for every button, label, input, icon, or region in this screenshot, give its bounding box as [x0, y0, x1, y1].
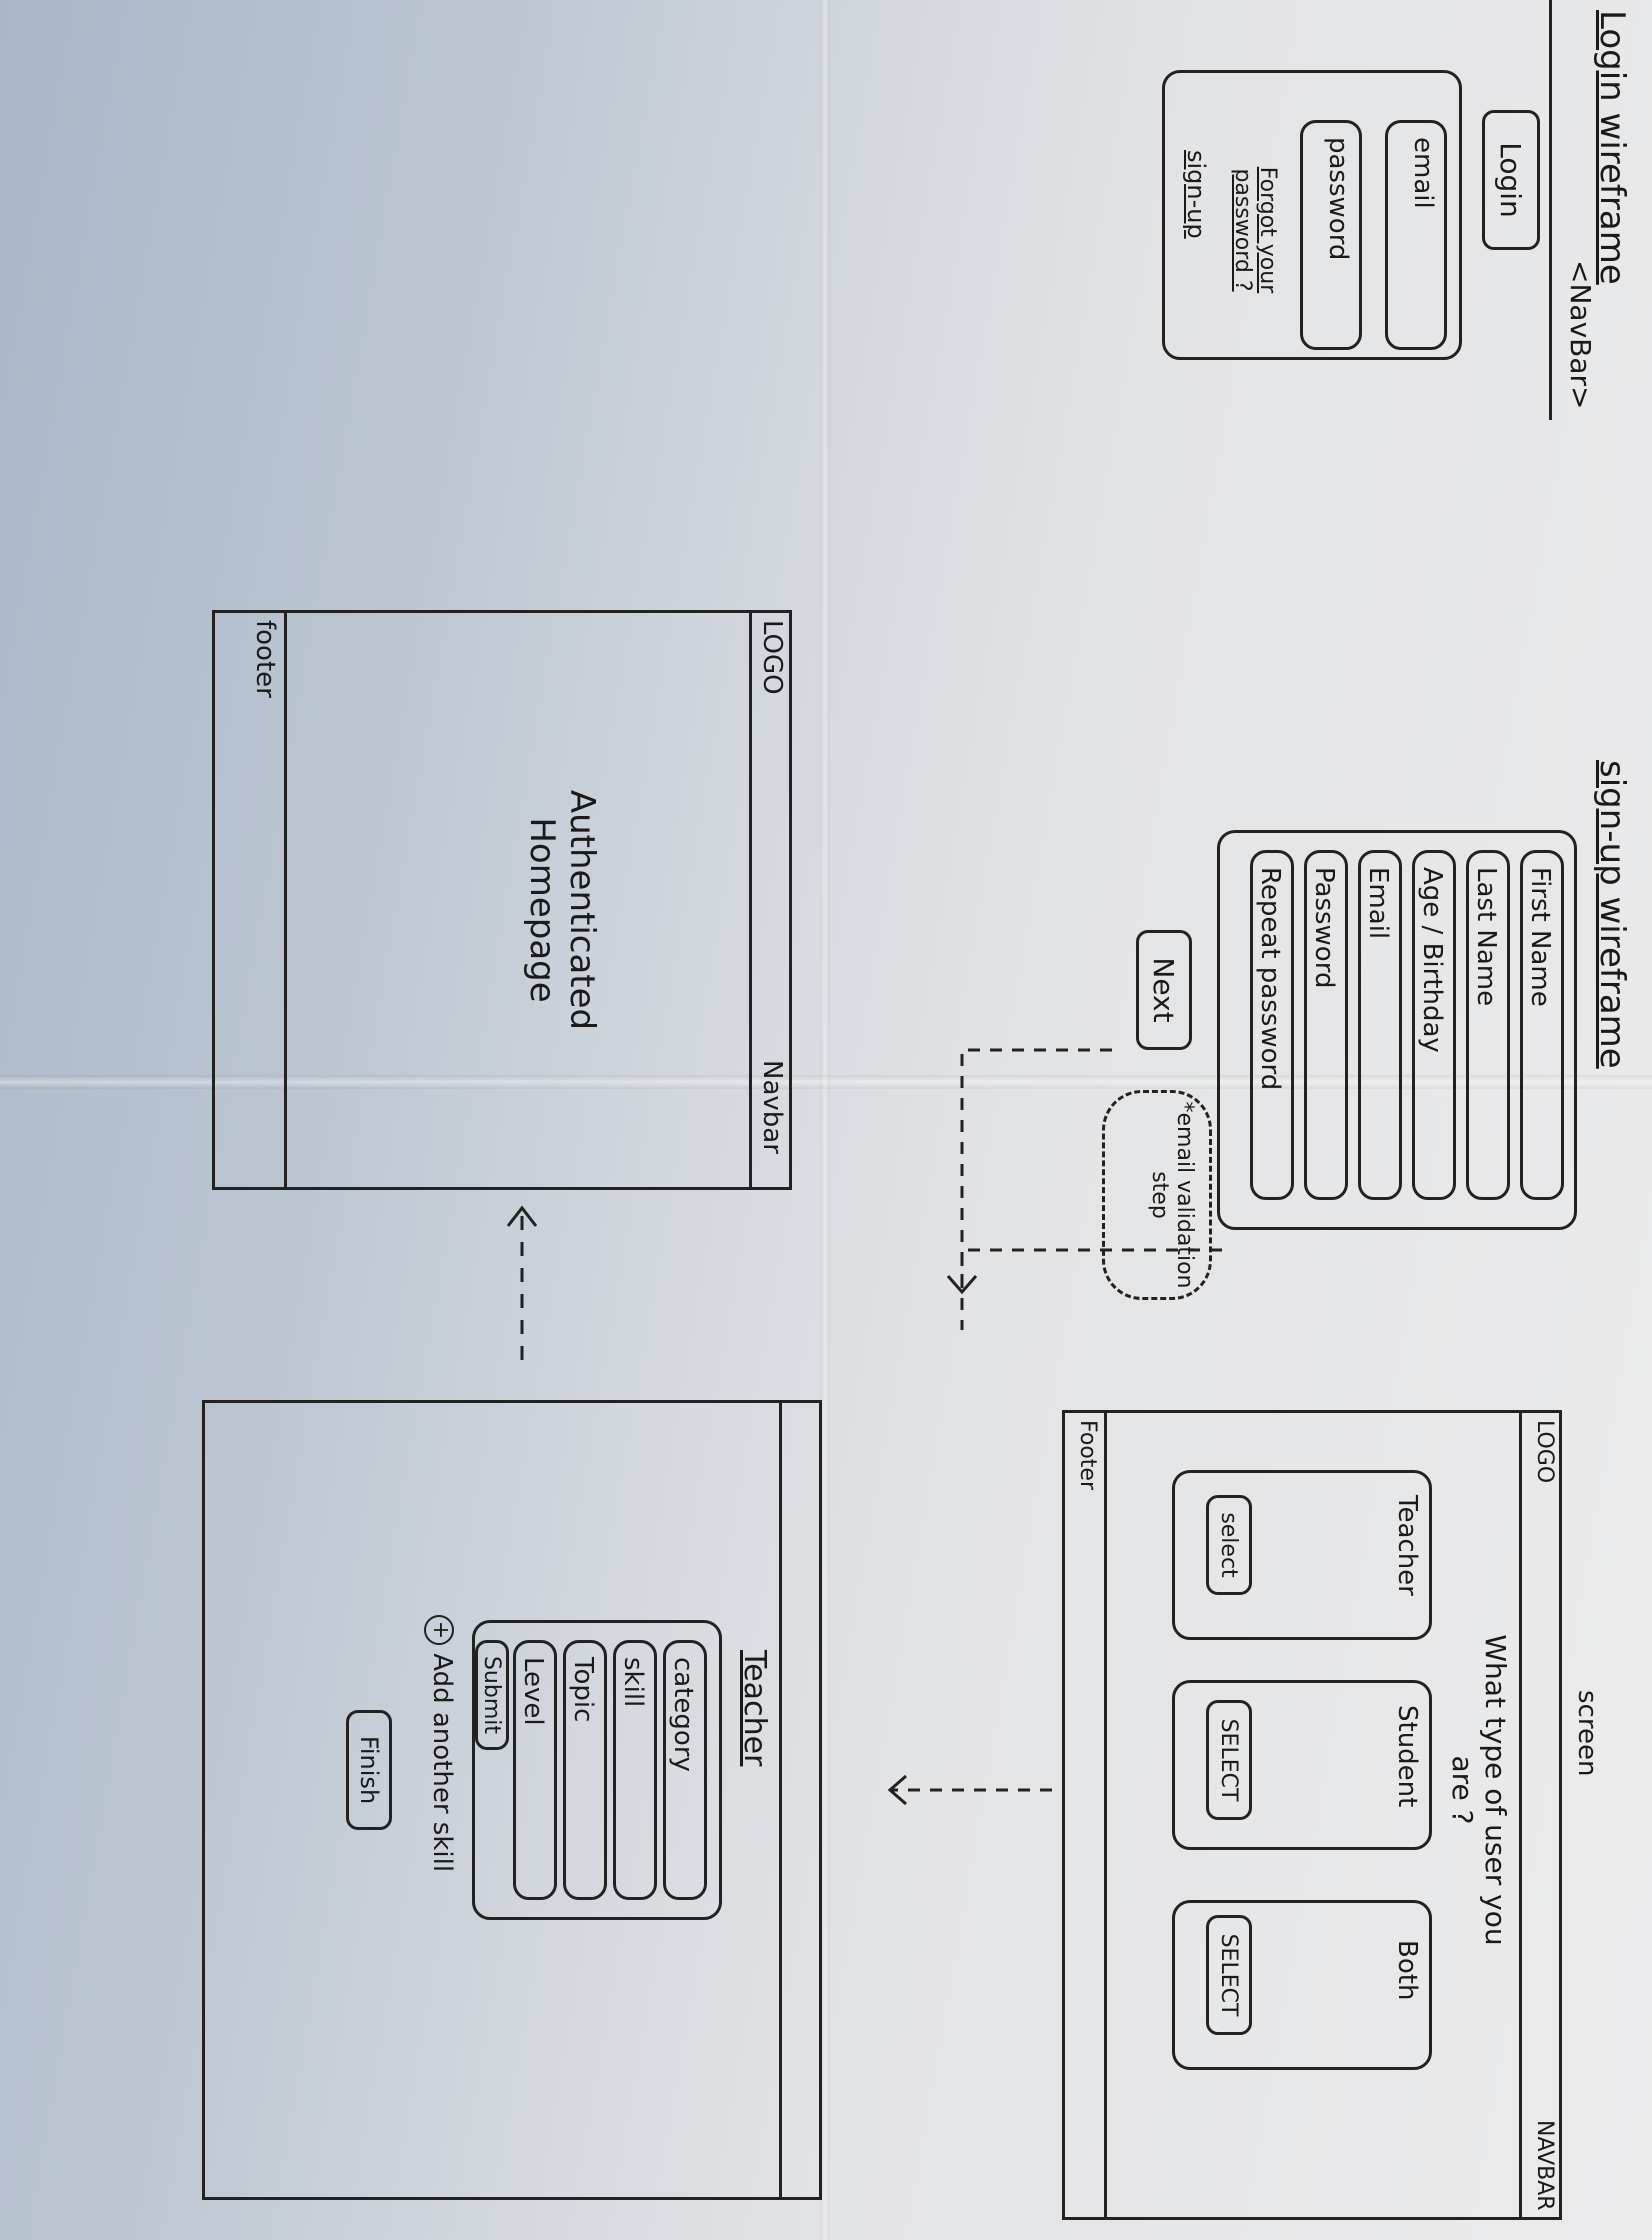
- teacher-navbar-line: [779, 1400, 782, 2200]
- arrow-validation-to-usertype: [946, 1048, 1112, 1295]
- signup-last-name-field[interactable]: Last Name: [1466, 850, 1510, 1200]
- usertype-footer-line: [1104, 1410, 1107, 2220]
- teacher-submit-button[interactable]: Submit: [475, 1640, 509, 1750]
- teacher-level-select[interactable]: Level: [513, 1640, 557, 1900]
- add-skill-link[interactable]: + Add another skill: [424, 1615, 457, 1872]
- homepage-logo: LOGO: [757, 620, 787, 695]
- student-select-button[interactable]: SELECT: [1206, 1700, 1252, 1820]
- usertype-screen-label: screen: [1572, 1690, 1602, 1777]
- usertype-navbar-label: NAVBAR: [1532, 2120, 1557, 2211]
- login-email-field[interactable]: email: [1385, 120, 1447, 350]
- paper-fold-horizontal: [0, 1075, 1652, 1089]
- usertype-navbar-line: [1519, 1410, 1522, 2220]
- signup-password-field[interactable]: Password: [1304, 850, 1348, 1200]
- homepage-footer: footer: [250, 620, 280, 698]
- usertype-question: What type of user you are ?: [1446, 1634, 1512, 1946]
- arrow-teacher-to-homepage: [506, 1205, 538, 1360]
- teacher-topic-select[interactable]: Topic: [563, 1640, 607, 1900]
- homepage-navbar-line: [749, 610, 752, 1190]
- login-button[interactable]: Login: [1482, 110, 1540, 250]
- both-select-button[interactable]: SELECT: [1206, 1915, 1252, 2035]
- homepage-title: Authenticated Homepage: [522, 789, 602, 1031]
- student-option-label: Student: [1392, 1705, 1422, 1808]
- arrow-signup-to-usertype: [960, 1248, 1222, 1330]
- teacher-select-button[interactable]: select: [1206, 1495, 1252, 1595]
- signup-next-button[interactable]: Next: [1136, 930, 1192, 1050]
- login-title: Login wireframe: [1592, 10, 1632, 285]
- paper-fold-vertical: [820, 0, 830, 2240]
- signup-repeat-password-field[interactable]: Repeat password: [1250, 850, 1294, 1200]
- add-skill-label: Add another skill: [427, 1653, 457, 1873]
- teacher-finish-button[interactable]: Finish: [346, 1710, 392, 1830]
- signup-title: sign-up wireframe: [1592, 760, 1632, 1069]
- signup-age-field[interactable]: Age / Birthday: [1412, 850, 1456, 1200]
- usertype-logo: LOGO: [1532, 1420, 1557, 1484]
- teacher-title: Teacher: [737, 1650, 772, 1767]
- signup-email-field[interactable]: Email: [1358, 850, 1402, 1200]
- homepage-navbar: Navbar: [757, 1060, 787, 1154]
- arrow-usertype-to-teacher: [887, 1774, 1052, 1806]
- plus-circle-icon: +: [424, 1615, 454, 1645]
- login-password-field[interactable]: password: [1300, 120, 1362, 350]
- teacher-skill-select[interactable]: skill: [613, 1640, 657, 1900]
- login-signup-link[interactable]: sign-up: [1182, 150, 1210, 239]
- login-navbar-line: [1549, 0, 1552, 420]
- signup-first-name-field[interactable]: First Name: [1520, 850, 1564, 1200]
- both-option-label: Both: [1392, 1940, 1422, 2001]
- login-navbar-label: <NavBar>: [1564, 260, 1597, 410]
- teacher-category-select[interactable]: category: [663, 1640, 707, 1900]
- homepage-frame: [212, 610, 792, 1190]
- login-forgot-link[interactable]: Forgot your password ?: [1230, 166, 1280, 294]
- homepage-footer-line: [284, 610, 287, 1190]
- usertype-footer: Footer: [1075, 1420, 1100, 1490]
- teacher-option-label: Teacher: [1392, 1495, 1422, 1596]
